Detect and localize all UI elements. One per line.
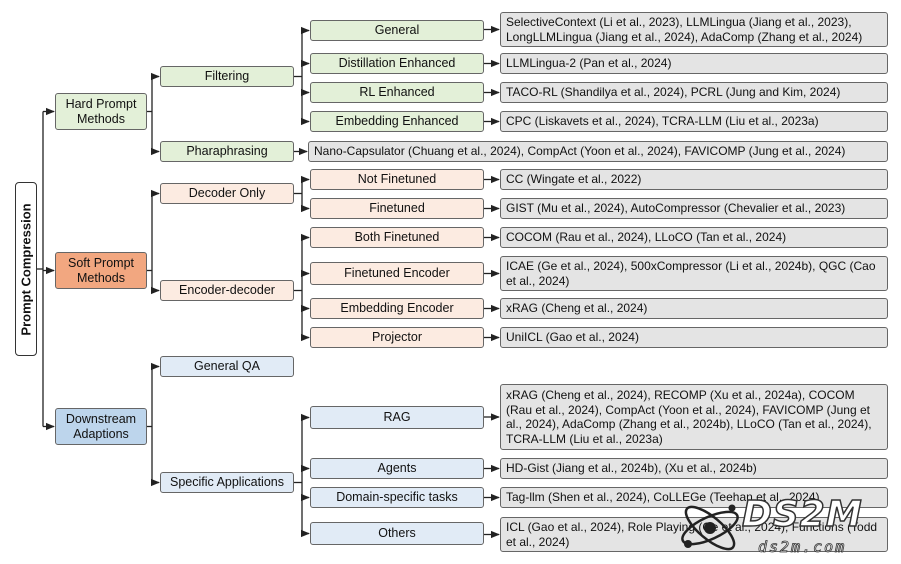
embedding-encoder-references: xRAG (Cheng et al., 2024) [500,298,888,319]
rag-node: RAG [310,406,484,429]
soft-prompt-methods-node: Soft Prompt Methods [55,252,147,289]
domain-specific-tasks-node: Domain-specific tasks [310,487,484,508]
general-node: General [310,20,484,41]
rl-references: TACO-RL (Shandilya et al., 2024), PCRL (… [500,82,888,103]
distillation-references: LLMLingua-2 (Pan et al., 2024) [500,53,888,74]
watermark-url: ds2m.com [758,538,847,557]
others-node: Others [310,522,484,545]
distillation-enhanced-node: Distillation Enhanced [310,53,484,74]
filtering-node: Filtering [160,66,294,87]
embedding-references: CPC (Liskavets et al., 2024), TCRA-LLM (… [500,111,888,132]
agents-node: Agents [310,458,484,479]
projector-node: Projector [310,327,484,348]
embedding-encoder-node: Embedding Encoder [310,298,484,319]
downstream-adaptions-node: Downstream Adaptions [55,408,147,445]
root-label: Prompt Compression [18,202,34,336]
root-node: Prompt Compression [15,182,37,356]
projector-references: UniICL (Gao et al., 2024) [500,327,888,348]
agents-references: HD-Gist (Jiang et al., 2024b), (Xu et al… [500,458,888,479]
hard-prompt-methods-node: Hard Prompt Methods [55,93,147,130]
encoder-decoder-node: Encoder-decoder [160,280,294,301]
finetuned-encoder-references: ICAE (Ge et al., 2024), 500xCompressor (… [500,256,888,291]
finetuned-node: Finetuned [310,198,484,219]
not-finetuned-references: CC (Wingate et al., 2022) [500,169,888,190]
watermark-title: DS2M [741,493,863,536]
rl-enhanced-node: RL Enhanced [310,82,484,103]
not-finetuned-node: Not Finetuned [310,169,484,190]
atom-logo-icon [681,504,739,551]
finetuned-references: GIST (Mu et al., 2024), AutoCompressor (… [500,198,888,219]
general-qa-node: General QA [160,356,294,377]
embedding-enhanced-node: Embedding Enhanced [310,111,484,132]
finetuned-encoder-node: Finetuned Encoder [310,262,484,285]
rag-references: xRAG (Cheng et al., 2024), RECOMP (Xu et… [500,384,888,450]
specific-applications-node: Specific Applications [160,472,294,493]
both-finetuned-references: COCOM (Rau et al., 2024), LLoCO (Tan et … [500,227,888,248]
general-references: SelectiveContext (Li et al., 2023), LLML… [500,12,888,47]
paraphrasing-node: Pharaphrasing [160,141,294,162]
decoder-only-node: Decoder Only [160,183,294,204]
both-finetuned-node: Both Finetuned [310,227,484,248]
watermark: DS2M ds2m.com [672,492,898,564]
paraphrasing-references: Nano-Capsulator (Chuang et al., 2024), C… [308,141,888,162]
